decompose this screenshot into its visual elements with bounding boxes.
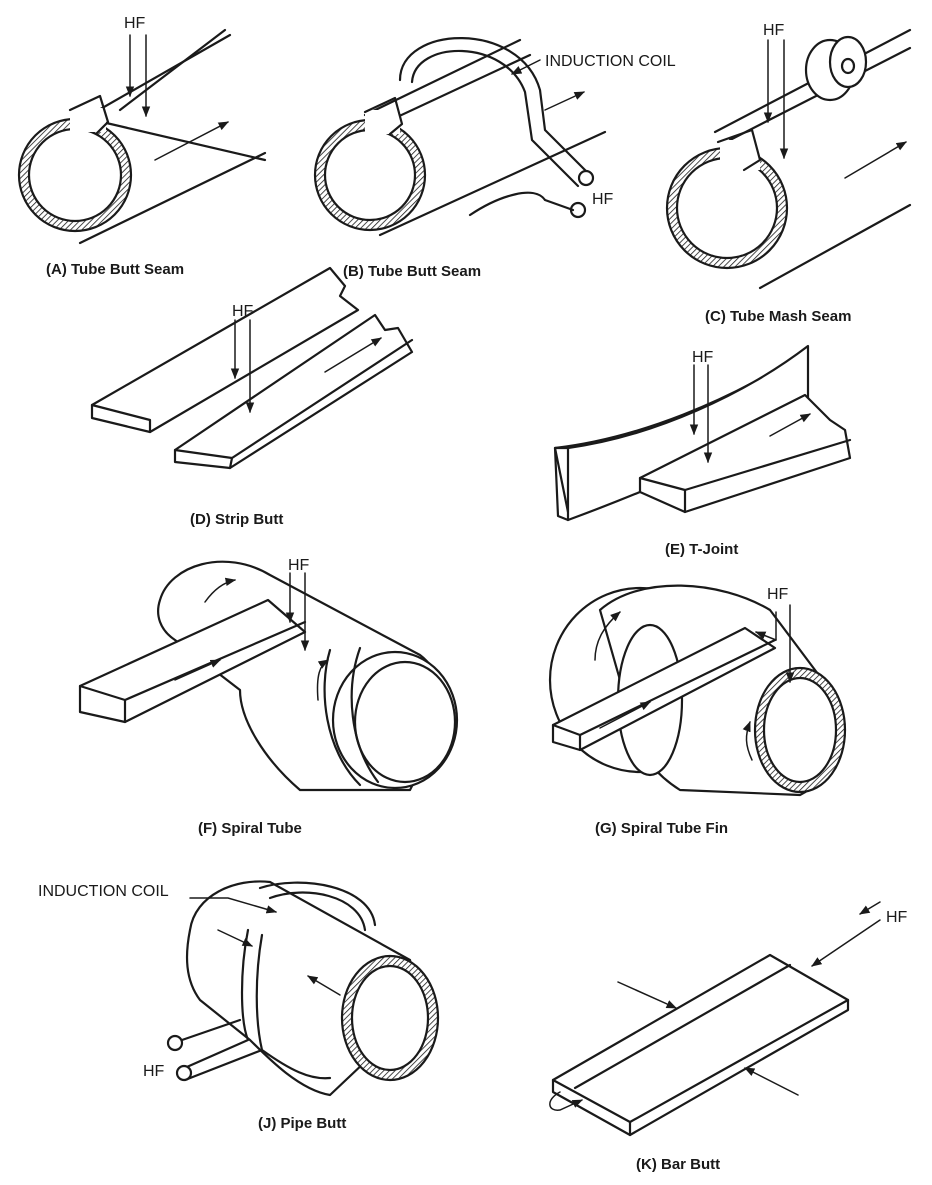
caption-c: (C) Tube Mash Seam bbox=[705, 308, 851, 325]
caption-f: (F) Spiral Tube bbox=[198, 820, 302, 837]
hf-label-d: HF bbox=[232, 303, 254, 320]
panel-b-tube-butt-seam: INDUCTION COIL HF (B) Tube Butt Seam bbox=[313, 37, 676, 280]
caption-b: (B) Tube Butt Seam bbox=[343, 263, 481, 280]
hf-label-j: HF bbox=[143, 1063, 165, 1080]
panel-c-tube-mash-seam: HF (C) Tube Mash Seam bbox=[665, 22, 912, 325]
hf-label-a: HF bbox=[124, 15, 146, 32]
panel-j-pipe-butt: INDUCTION COIL HF (J) Pipe Butt bbox=[38, 880, 440, 1132]
induction-coil-label-j: INDUCTION COIL bbox=[38, 883, 169, 900]
caption-e: (E) T-Joint bbox=[665, 541, 738, 558]
panel-a-tube-butt-seam: HF (A) Tube Butt Seam bbox=[17, 15, 267, 278]
hf-label-e: HF bbox=[692, 349, 714, 366]
panel-k-bar-butt: HF (K) Bar Butt bbox=[549, 901, 908, 1173]
caption-g: (G) Spiral Tube Fin bbox=[595, 820, 728, 837]
panel-d-strip-butt: HF (D) Strip Butt bbox=[90, 266, 414, 528]
caption-a: (A) Tube Butt Seam bbox=[46, 261, 184, 278]
panel-f-spiral-tube: HF (F) Spiral Tube bbox=[78, 557, 459, 837]
hf-label-k: HF bbox=[886, 909, 908, 926]
caption-d: (D) Strip Butt bbox=[190, 511, 283, 528]
hf-label-b: HF bbox=[592, 191, 614, 208]
panel-e-t-joint: HF (E) T-Joint bbox=[553, 344, 852, 558]
caption-j: (J) Pipe Butt bbox=[258, 1115, 346, 1132]
caption-k: (K) Bar Butt bbox=[636, 1156, 720, 1173]
hf-label-c: HF bbox=[763, 22, 785, 39]
panel-g-spiral-tube-fin: HF (G) Spiral Tube Fin bbox=[548, 584, 847, 837]
hf-label-f: HF bbox=[288, 557, 310, 574]
hf-label-g: HF bbox=[767, 586, 789, 603]
induction-coil-label-b: INDUCTION COIL bbox=[545, 53, 676, 70]
